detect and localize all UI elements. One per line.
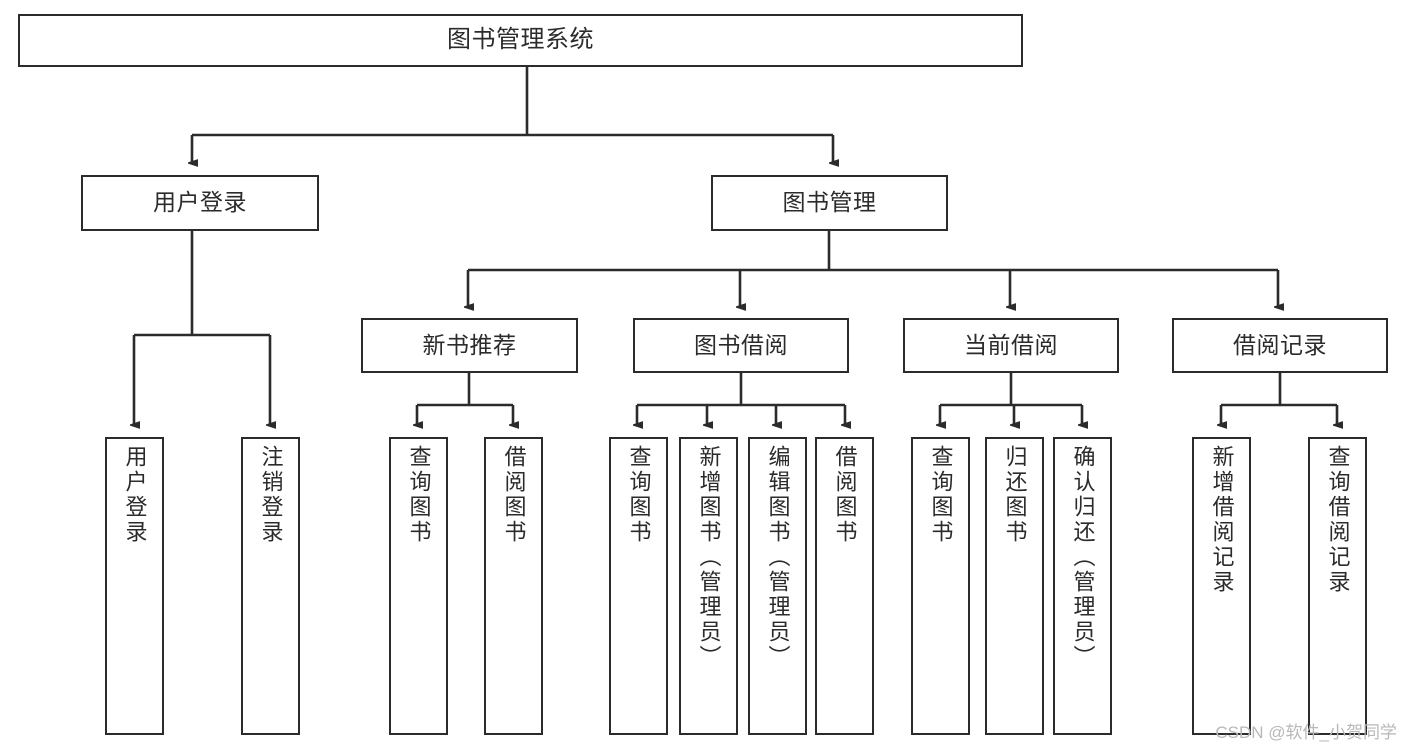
node-leaf-user-login-label: 用户登录	[122, 445, 148, 545]
node-leaf-borrow-book-1[interactable]: 借阅图书	[484, 437, 543, 735]
node-leaf-user-login[interactable]: 用户登录	[105, 437, 164, 735]
node-leaf-borrow-book-2[interactable]: 借阅图书	[815, 437, 874, 735]
node-book-borrow[interactable]: 图书借阅	[633, 318, 849, 373]
node-leaf-confirm-return[interactable]: 确认归还（管理员）	[1053, 437, 1112, 735]
node-leaf-confirm-return-label: 确认归还（管理员）	[1070, 445, 1096, 670]
node-current-borrow-label: 当前借阅	[964, 331, 1058, 358]
node-leaf-edit-book[interactable]: 编辑图书（管理员）	[748, 437, 807, 735]
node-user-login-label: 用户登录	[153, 189, 247, 216]
node-leaf-query-book-2[interactable]: 查询图书	[609, 437, 668, 735]
node-leaf-add-record-label: 新增借阅记录	[1209, 445, 1235, 595]
node-leaf-query-record[interactable]: 查询借阅记录	[1308, 437, 1367, 735]
node-new-book-recommend-label: 新书推荐	[422, 331, 517, 358]
node-leaf-query-book-1-label: 查询图书	[406, 445, 432, 545]
node-leaf-query-book-1[interactable]: 查询图书	[389, 437, 448, 735]
node-user-login[interactable]: 用户登录	[81, 175, 319, 231]
node-leaf-return-book-label: 归还图书	[1002, 445, 1028, 545]
node-leaf-query-book-2-label: 查询图书	[626, 445, 652, 545]
node-leaf-query-book-3-label: 查询图书	[928, 445, 954, 545]
node-book-manage-label: 图书管理	[782, 189, 877, 216]
node-leaf-add-book-label: 新增图书（管理员）	[696, 445, 722, 670]
node-leaf-user-logout-label: 注销登录	[258, 445, 284, 545]
node-book-borrow-label: 图书借阅	[694, 331, 788, 358]
node-borrow-record-label: 借阅记录	[1233, 331, 1327, 358]
node-leaf-edit-book-label: 编辑图书（管理员）	[765, 445, 791, 670]
node-leaf-query-record-label: 查询借阅记录	[1325, 445, 1351, 595]
node-leaf-query-book-3[interactable]: 查询图书	[911, 437, 970, 735]
node-leaf-user-logout[interactable]: 注销登录	[241, 437, 300, 735]
node-root-label: 图书管理系统	[447, 26, 594, 54]
node-leaf-borrow-book-1-label: 借阅图书	[501, 445, 527, 545]
node-leaf-add-book[interactable]: 新增图书（管理员）	[679, 437, 738, 735]
node-leaf-add-record[interactable]: 新增借阅记录	[1192, 437, 1251, 735]
node-leaf-borrow-book-2-label: 借阅图书	[832, 445, 858, 545]
node-current-borrow[interactable]: 当前借阅	[903, 318, 1119, 373]
node-leaf-return-book[interactable]: 归还图书	[985, 437, 1044, 735]
node-new-book-recommend[interactable]: 新书推荐	[361, 318, 578, 373]
node-book-manage[interactable]: 图书管理	[711, 175, 948, 231]
csdn-watermark: CSDN @软件_小贺同学	[1215, 723, 1397, 742]
node-borrow-record[interactable]: 借阅记录	[1172, 318, 1388, 373]
node-root[interactable]: 图书管理系统	[18, 14, 1023, 67]
